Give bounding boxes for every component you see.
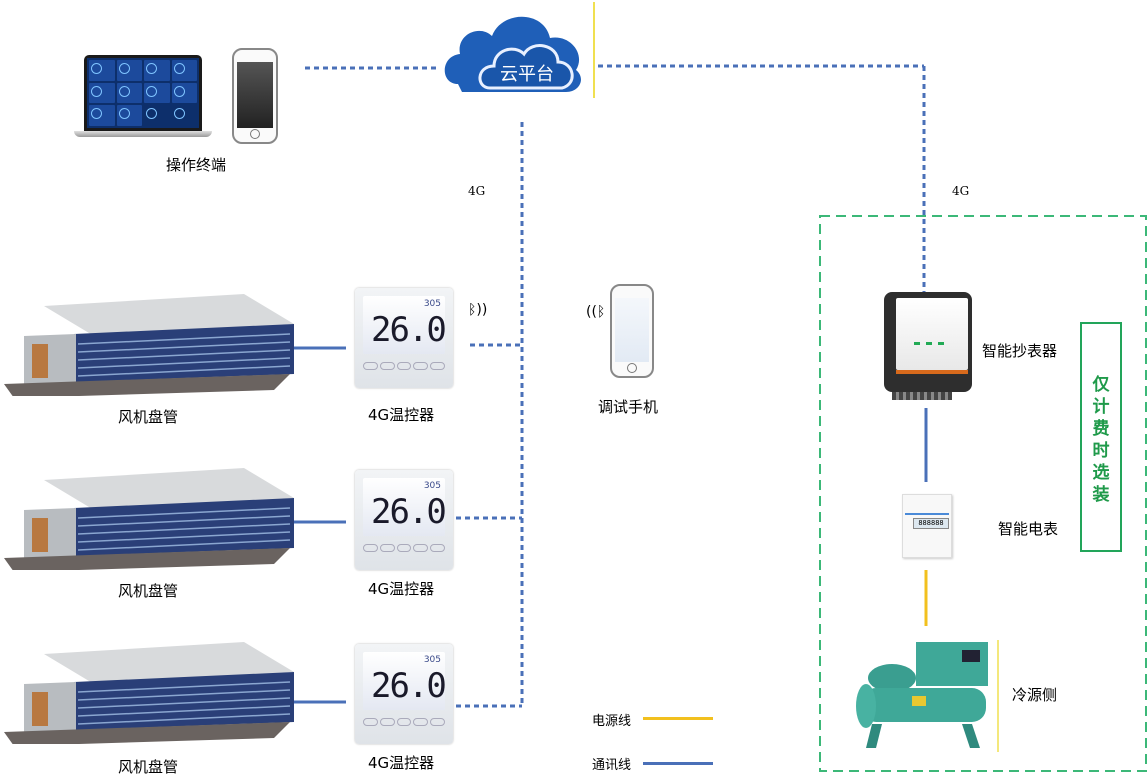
fan-coil-label: 风机盘管 xyxy=(118,408,179,426)
chiller-icon xyxy=(856,642,988,748)
metering-region xyxy=(819,215,1147,772)
option-note-box: 仅计费时选装 xyxy=(1080,322,1122,552)
cloud-label: 云平台 xyxy=(500,64,554,85)
thermostat-temperature: 26.0 xyxy=(371,492,447,532)
thermostat-mode: 305 xyxy=(423,481,441,491)
bluetooth-icon: ᛒ)) xyxy=(468,302,488,318)
thermostat-2: 305 26.0 xyxy=(355,470,453,570)
bluetooth-icon: ((ᛒ xyxy=(586,304,606,320)
legend-swatch-comm xyxy=(643,762,713,765)
option-note: 仅计费时选装 xyxy=(1082,374,1120,506)
thermostat-keys xyxy=(363,718,445,726)
debug-phone-icon xyxy=(610,284,654,378)
link-label-4g-left: 4G xyxy=(468,184,486,198)
thermostat-label: 4G温控器 xyxy=(368,580,435,598)
smart-meter-label: 智能电表 xyxy=(998,520,1059,538)
legend-swatch-power xyxy=(643,717,713,720)
cloud-icon xyxy=(444,16,581,92)
link-label-4g-right: 4G xyxy=(952,184,970,198)
meter-reader-terminals xyxy=(892,392,952,400)
thermostat-1: 305 26.0 xyxy=(355,288,453,388)
option-note-text: 仅计费时选装 xyxy=(1092,375,1110,505)
thermostat-keys xyxy=(363,362,445,370)
fan-coil-icon xyxy=(4,468,294,570)
terminals-label: 操作终端 xyxy=(166,156,227,174)
chiller-label: 冷源侧 xyxy=(1012,686,1058,704)
thermostat-label: 4G温控器 xyxy=(368,754,435,772)
fan-coil-label: 风机盘管 xyxy=(118,582,179,600)
smart-meter-icon: 888888 xyxy=(902,494,952,558)
legend-label-comm: 通讯线 xyxy=(592,758,632,773)
meter-reader-icon xyxy=(884,292,972,392)
debug-phone-label: 调试手机 xyxy=(598,398,659,416)
legend-label-power: 电源线 xyxy=(592,714,632,729)
thermostat-temperature: 26.0 xyxy=(371,310,447,350)
thermostat-3: 305 26.0 xyxy=(355,644,453,744)
smartphone-icon xyxy=(232,48,278,144)
thermostat-temperature: 26.0 xyxy=(371,666,447,706)
fan-coil-icon xyxy=(4,294,294,396)
smart-meter-display: 888888 xyxy=(913,518,949,529)
thermostat-mode: 305 xyxy=(423,299,441,309)
laptop-screen xyxy=(84,55,202,131)
meter-reader-label: 智能抄表器 xyxy=(982,342,1058,360)
thermostat-mode: 305 xyxy=(423,655,441,665)
thermostat-keys xyxy=(363,544,445,552)
thermostat-label: 4G温控器 xyxy=(368,406,435,424)
fan-coil-label: 风机盘管 xyxy=(118,758,179,776)
fan-coil-icon xyxy=(4,642,294,744)
laptop-icon xyxy=(74,131,212,137)
